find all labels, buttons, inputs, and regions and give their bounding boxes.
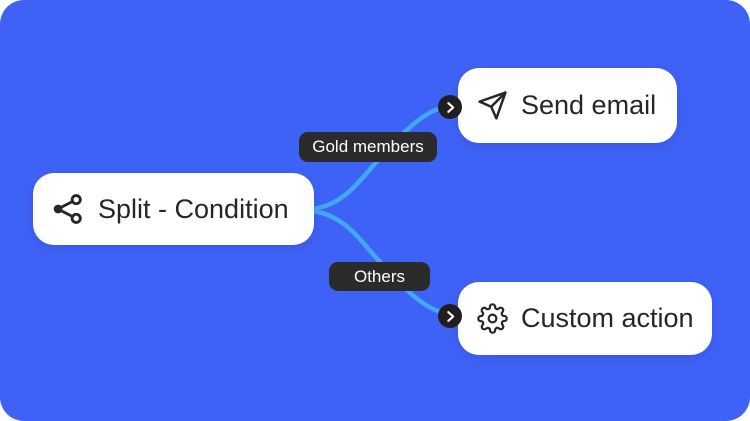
node-custom-action[interactable]: Custom action <box>458 282 712 355</box>
port-custom-action[interactable] <box>438 304 462 328</box>
branch-label-text: Gold members <box>312 137 424 156</box>
send-icon <box>477 90 508 121</box>
node-split-condition[interactable]: Split - Condition <box>33 173 314 245</box>
node-send-email[interactable]: Send email <box>458 68 677 143</box>
node-label: Send email <box>521 90 657 120</box>
node-label: Split - Condition <box>98 193 289 224</box>
branch-label-gold-members[interactable]: Gold members <box>299 132 437 162</box>
branch-label-text: Others <box>353 266 406 286</box>
gear-icon <box>477 303 508 334</box>
node-label: Custom action <box>521 303 694 333</box>
branch-label-others[interactable]: Others <box>329 262 430 291</box>
chevron-right-icon <box>446 310 454 322</box>
split-icon <box>51 192 85 226</box>
chevron-right-icon <box>446 101 454 113</box>
port-send-email[interactable] <box>438 95 462 119</box>
